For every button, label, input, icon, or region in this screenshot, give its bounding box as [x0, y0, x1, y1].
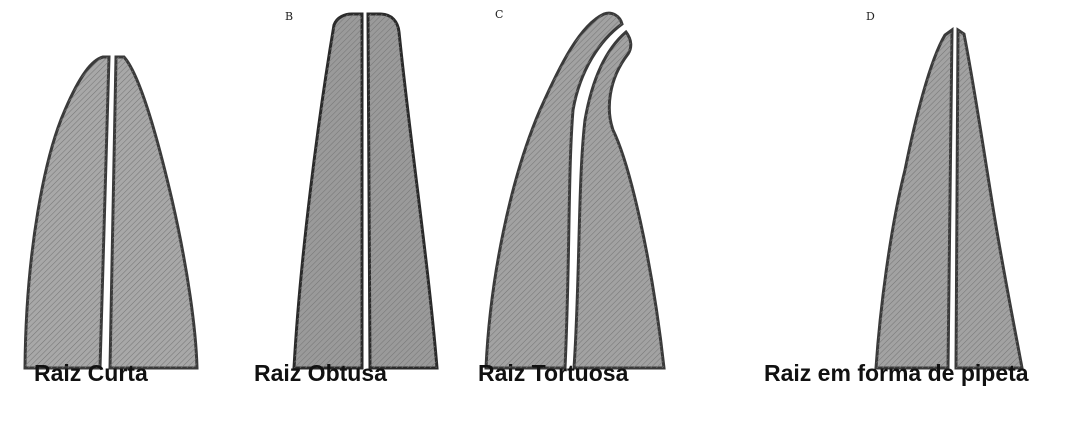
caption-raiz-pipeta: Raiz em forma de pipeta [764, 360, 1029, 387]
caption-raiz-curta: Raiz Curta [34, 360, 148, 387]
root-tortuous-right-half-hatch [574, 32, 664, 368]
caption-raiz-obtusa: Raiz Obtusa [254, 360, 387, 387]
root-pipette-shape [876, 30, 1022, 368]
panel-d-letter: D [866, 10, 875, 23]
root-short-shape [25, 57, 197, 368]
root-pipette-left-half-hatch [876, 30, 952, 368]
panel-b-letter: B [285, 10, 293, 23]
root-obtuse-left-half-hatch [294, 14, 362, 368]
panel-c-letter: C [495, 8, 503, 21]
root-obtuse-shape [294, 14, 437, 368]
caption-raiz-tortuosa: Raiz Tortuosa [478, 360, 628, 387]
root-obtuse-right-half-hatch [368, 14, 437, 368]
root-tortuous-shape [486, 13, 664, 368]
root-pipette-right-half-hatch [956, 30, 1022, 368]
root-short-right-half-hatch [110, 57, 197, 368]
